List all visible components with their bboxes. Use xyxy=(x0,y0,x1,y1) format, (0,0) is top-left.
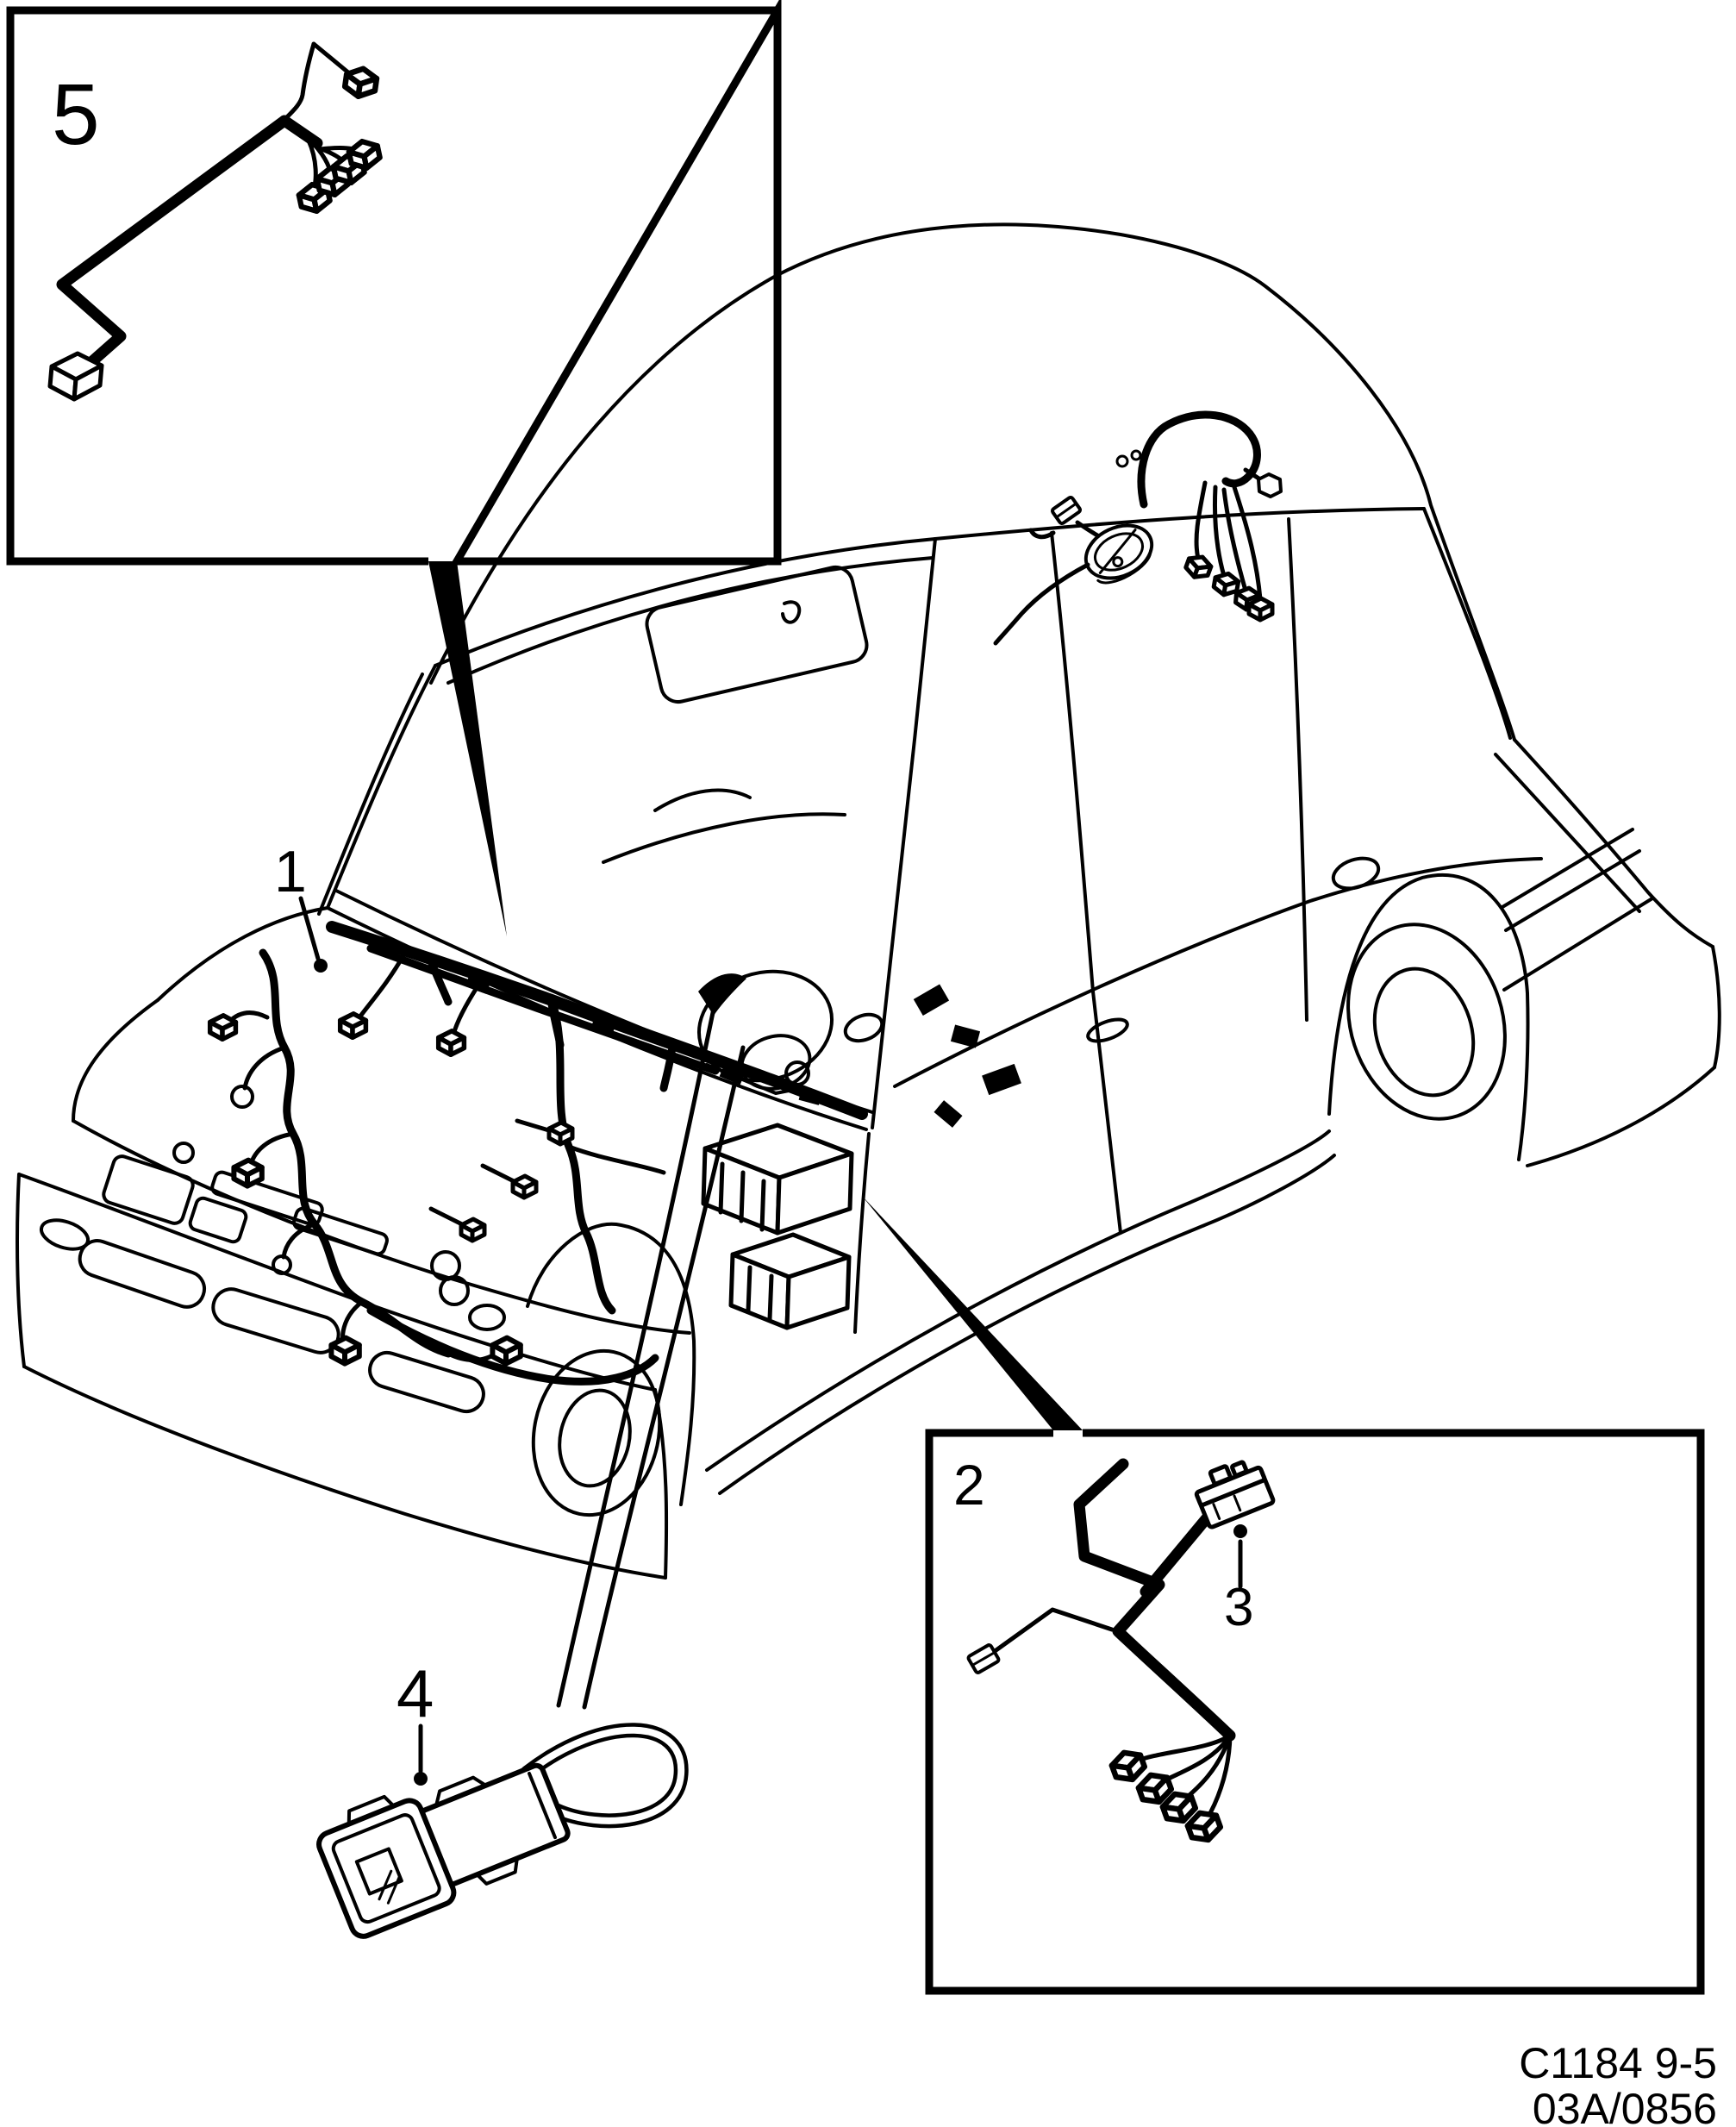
side-mirror xyxy=(843,1012,884,1043)
beltline xyxy=(893,857,1543,1088)
callout-1: 1 xyxy=(274,839,307,904)
connector-blob xyxy=(913,984,950,1017)
bumper-bottom xyxy=(22,1365,667,1580)
windshield-top-edge xyxy=(434,537,937,667)
dash-line xyxy=(602,812,846,864)
door-handle-front xyxy=(1086,1017,1129,1043)
harness-branch-1 xyxy=(427,957,453,1006)
footer: C1184 9-5 03A/0856 xyxy=(1519,2039,1717,2127)
connector-4-group: 4 xyxy=(316,998,746,1939)
front-wheel-arch xyxy=(526,1222,696,1506)
interior-mirror xyxy=(781,600,802,624)
dash-binnacle xyxy=(653,788,752,812)
front-door-front-seam xyxy=(853,1132,871,1334)
callout-1-group: 1 xyxy=(274,839,328,973)
connector-blob xyxy=(798,1087,822,1105)
drawing-code: C1184 9-5 xyxy=(1519,2039,1717,2087)
engine-harness-low xyxy=(366,1306,659,1386)
roof-harness xyxy=(993,410,1283,646)
tailgate-inner xyxy=(1494,753,1641,913)
a-pillar-near xyxy=(326,664,437,910)
connector-blob xyxy=(590,1016,616,1037)
harness-2 xyxy=(966,1458,1276,1845)
sill-line-bottom xyxy=(718,1154,1336,1495)
rear-bumper-strip-bottom xyxy=(1504,849,1641,932)
drawing-ref: 03A/0856 xyxy=(1533,2085,1717,2127)
hood-front-edge xyxy=(72,1119,691,1335)
fuse-box-lower xyxy=(728,1232,852,1330)
rear-lower-edge xyxy=(1526,1066,1716,1167)
center-harness xyxy=(547,996,616,1315)
connector-4-drawing xyxy=(316,1723,689,1939)
sill-line-top xyxy=(705,1129,1331,1472)
callout-3-dot xyxy=(1233,1524,1247,1538)
rear-wheel-arch xyxy=(1327,873,1530,1161)
rear-door-seam xyxy=(1287,517,1308,1022)
callout-2: 2 xyxy=(953,1453,985,1517)
harness-5 xyxy=(47,41,381,402)
front-silhouette xyxy=(72,998,159,1123)
sunroof xyxy=(645,565,869,704)
leader-wedge-2 xyxy=(862,1196,1083,1430)
cowl-harness-parallel xyxy=(366,944,720,1075)
roof-rail-rear xyxy=(934,507,1426,541)
bumper-slot-3 xyxy=(368,1350,485,1414)
callout-5: 5 xyxy=(52,66,100,163)
callout-4: 4 xyxy=(397,1655,434,1731)
fuse-box xyxy=(701,1123,854,1236)
front-wheel-tire xyxy=(531,1348,662,1517)
connector-3-drawing xyxy=(1194,1460,1276,1530)
a-pillar-far xyxy=(871,537,937,1129)
b-pillar xyxy=(1050,531,1095,993)
car-illustration xyxy=(16,222,1721,1580)
leader-line-4a xyxy=(556,998,718,1708)
grille-bar-1 xyxy=(210,1170,324,1227)
harness-5-main-connector xyxy=(47,351,104,402)
connector-blob xyxy=(934,1100,963,1128)
callout-3: 3 xyxy=(1224,1578,1253,1637)
inset-box-2: 2 3 xyxy=(862,1196,1705,1995)
rear-bumper-side xyxy=(1711,945,1721,1069)
leader-wedge-5 xyxy=(428,561,507,936)
speaker-lead xyxy=(993,562,1090,646)
roof-silhouette xyxy=(429,222,1516,741)
front-door-rear-seam xyxy=(1091,990,1122,1235)
grille-bar-2 xyxy=(292,1206,389,1256)
front-wheel-rim xyxy=(558,1388,632,1488)
connector-blob xyxy=(982,1063,1021,1096)
callout-1-dot xyxy=(314,959,328,973)
headlight xyxy=(102,1154,195,1225)
tailgate-edge xyxy=(1513,738,1714,948)
d-pillar-inner xyxy=(1422,507,1512,740)
leader-line-4b xyxy=(582,1045,746,1710)
fog-light xyxy=(39,1218,91,1251)
rear-bumper-strip-top xyxy=(1501,828,1634,909)
saab-badge xyxy=(172,1142,195,1164)
callout-4-dot xyxy=(414,1772,428,1786)
roof-harness-loop xyxy=(1137,410,1261,509)
rear-wheel-rim xyxy=(1372,967,1476,1098)
strut-tower-dome xyxy=(696,969,834,1083)
rear-wheel-tire xyxy=(1346,923,1507,1121)
cowl-line xyxy=(334,889,874,1114)
hood-left-edge xyxy=(156,906,329,1002)
roof-connector-hex xyxy=(1257,472,1283,498)
inset-box-5: 5 xyxy=(6,0,782,936)
indicator-light xyxy=(188,1196,248,1244)
rear-bumper-lower xyxy=(1502,897,1654,992)
roof-speaker xyxy=(1083,523,1154,585)
bumper-slot-2 xyxy=(211,1287,340,1354)
bumper-slot-1 xyxy=(78,1239,207,1309)
bumper-left-edge xyxy=(16,1173,26,1368)
door-handle-rear xyxy=(1331,856,1381,891)
harness-branch-3 xyxy=(659,1043,677,1092)
callout-1-leader xyxy=(298,896,321,961)
left-harness-tangle xyxy=(259,948,453,1358)
engine-bay-harness xyxy=(210,921,1021,1386)
a-pillar-near-inner xyxy=(317,673,424,916)
connector-blob xyxy=(950,1024,981,1048)
